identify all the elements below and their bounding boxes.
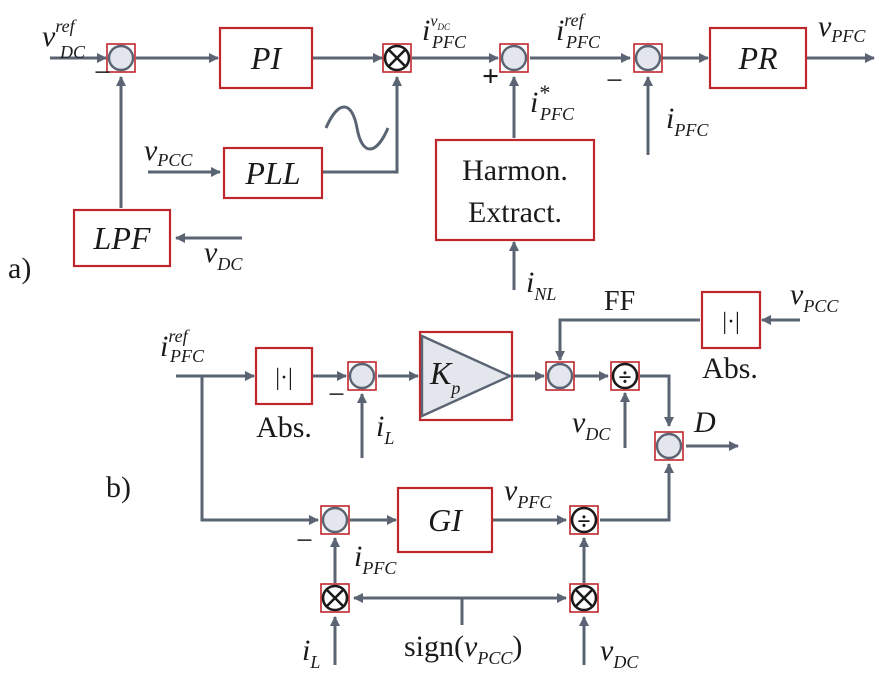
plus-sign-sum2: + bbox=[482, 60, 499, 93]
abs-block-2: |·| bbox=[700, 290, 762, 350]
wire-ff-to-sumff bbox=[555, 318, 700, 361]
pi-block: PI bbox=[218, 26, 314, 90]
gi-label: GI bbox=[428, 502, 463, 538]
abs-label-2: Abs. bbox=[702, 352, 758, 385]
divider-1: ÷ bbox=[610, 361, 640, 391]
label-i-l-b1: iL bbox=[376, 410, 394, 448]
pll-block: PLL bbox=[222, 146, 324, 200]
multiplier-b1 bbox=[320, 583, 350, 613]
label-i-pfc-a: iPFC bbox=[666, 102, 709, 140]
label-i-pfc-b: iPFC bbox=[354, 540, 397, 578]
summer-b1 bbox=[347, 361, 377, 391]
summer-3 bbox=[633, 43, 663, 73]
label-v-pcc-b: vPCC bbox=[790, 278, 839, 316]
label-v-pfc-b: vPFC bbox=[504, 474, 552, 512]
wire-div2-to-sumd bbox=[600, 463, 674, 522]
pi-label: PI bbox=[250, 40, 283, 76]
sine-wave-icon bbox=[324, 105, 390, 151]
label-d: D bbox=[693, 406, 716, 439]
label-v-pcc-a: vPCC bbox=[144, 134, 193, 170]
label-v-dc-a: vDC bbox=[204, 236, 243, 274]
label-i-nl: iNL bbox=[526, 266, 556, 304]
minus-sign-b2: − bbox=[296, 524, 313, 557]
kp-gain-block: Kp bbox=[418, 330, 514, 422]
wire-pll-to-mult bbox=[322, 76, 402, 174]
minus-sign-sum3: − bbox=[606, 64, 623, 97]
summer-d bbox=[654, 431, 684, 461]
label-i-pfc-star: i*PFC bbox=[530, 80, 575, 124]
panel-a-wires bbox=[50, 53, 875, 290]
summer-2 bbox=[499, 43, 529, 73]
caption-b: b) bbox=[106, 471, 131, 504]
minus-sign-b1: − bbox=[328, 378, 345, 411]
divide-symbol-2: ÷ bbox=[577, 509, 590, 535]
panel-b-wires bbox=[176, 315, 800, 665]
label-ff: FF bbox=[604, 286, 635, 317]
label-v-dc-b2: vDC bbox=[600, 634, 639, 672]
panel-a: PI PR PLL LPF Harmon. Extract. bbox=[8, 10, 875, 304]
abs-symbol-1: |·| bbox=[275, 365, 293, 391]
label-sign-vpcc: sign(vPCC) bbox=[404, 630, 522, 668]
harmon-label-line1: Harmon. bbox=[462, 154, 568, 187]
gi-block: GI bbox=[396, 486, 494, 554]
pll-label: PLL bbox=[244, 155, 300, 191]
wire-iref-to-sumb2 bbox=[200, 376, 319, 525]
summer-b2 bbox=[320, 505, 350, 535]
divide-symbol-1: ÷ bbox=[618, 365, 631, 391]
label-i-l-b2: iL bbox=[302, 634, 320, 672]
label-v-pfc-a: vPFC bbox=[818, 10, 866, 46]
multiplier-b2 bbox=[569, 583, 599, 613]
lpf-label: LPF bbox=[93, 220, 151, 256]
kp-label: Kp bbox=[429, 355, 460, 398]
pr-block: PR bbox=[708, 26, 808, 90]
label-v-dc-b1: vDC bbox=[572, 406, 611, 444]
divider-2: ÷ bbox=[569, 505, 599, 535]
multiplier-a bbox=[382, 43, 412, 73]
harmon-label-line2: Extract. bbox=[468, 196, 562, 229]
summer-ff bbox=[545, 361, 575, 391]
abs-symbol-2: |·| bbox=[722, 309, 740, 335]
abs-label-1: Abs. bbox=[256, 411, 312, 444]
abs-block-1: |·| bbox=[254, 346, 314, 406]
harmonic-extraction-block: Harmon. Extract. bbox=[434, 138, 596, 242]
lpf-block: LPF bbox=[72, 208, 172, 268]
caption-a: a) bbox=[8, 252, 31, 285]
summer-1 bbox=[106, 43, 136, 73]
minus-sign-sum1: − bbox=[94, 56, 111, 89]
pr-label: PR bbox=[737, 40, 778, 76]
wire-div1-to-sumd bbox=[640, 374, 674, 427]
panel-b: |·| Abs. |·| Abs. Kp GI bbox=[106, 278, 839, 672]
